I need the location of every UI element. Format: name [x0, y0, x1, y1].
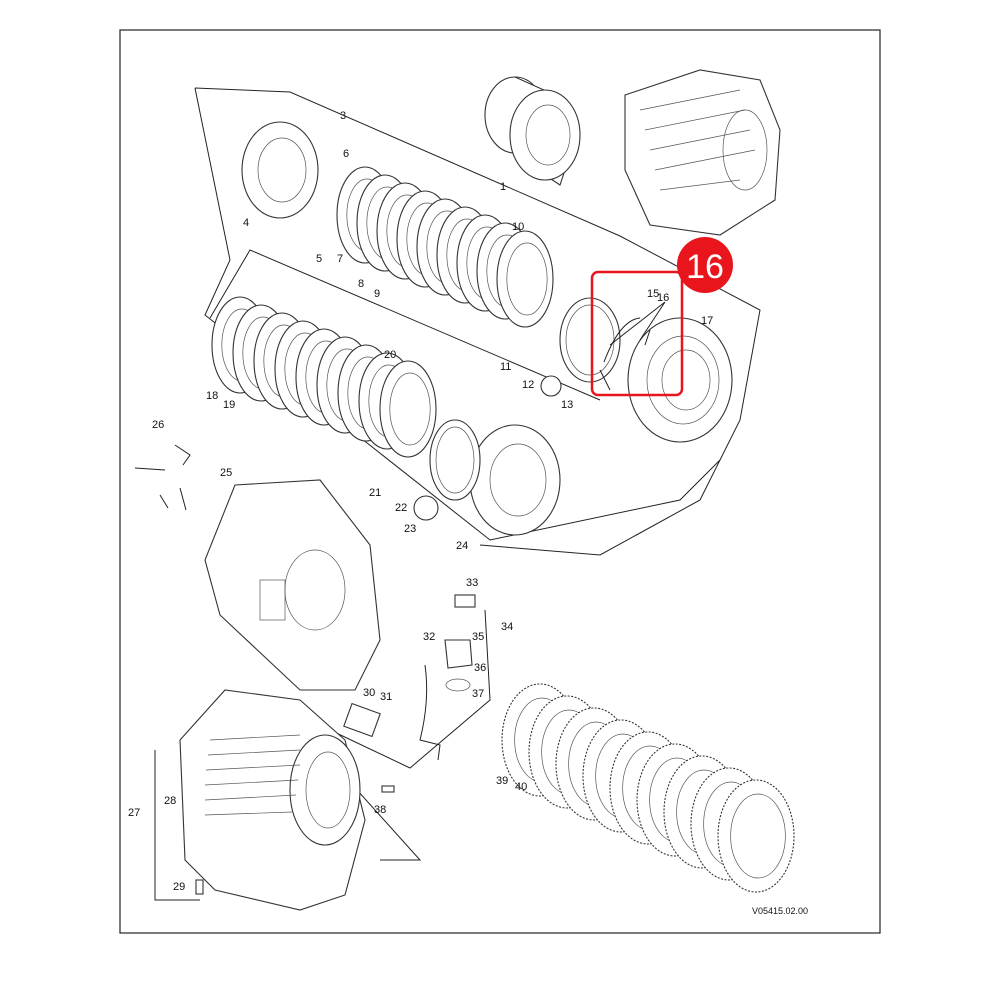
part-label: 35: [472, 631, 484, 643]
drawing-code: V05415.02.00: [752, 906, 808, 916]
part-label: 3: [340, 110, 346, 122]
transmission-housing-top: [624, 69, 781, 236]
part-label: 34: [501, 621, 513, 633]
bracket-parts-25-26: [134, 444, 191, 511]
part-label: 15: [647, 288, 659, 300]
part-label: 33: [466, 577, 478, 589]
clutch-disc-inner: [389, 372, 431, 446]
piston-housing-17: [627, 317, 733, 443]
part-label: 10: [512, 221, 524, 233]
part-label: 38: [374, 804, 386, 816]
part-label: 11: [500, 361, 511, 373]
retaining-clips-16: [599, 317, 651, 391]
seal-ring-13: [559, 297, 621, 383]
bracket-34: [329, 609, 491, 769]
loose-friction-disc-stack: [501, 683, 795, 893]
upper-disc-stack: [336, 166, 554, 328]
part-label: 29: [173, 881, 185, 893]
part-label: 31: [380, 691, 392, 703]
part-label: 13: [561, 399, 573, 411]
part-label: 36: [474, 662, 486, 674]
seal-symbol-23: [413, 495, 439, 521]
part-label: 32: [423, 631, 435, 643]
part-labels: 1 3 4 5 6 7 8 9 10 11 12 13 15 16 17 18 …: [128, 110, 713, 893]
clutch-disc: [496, 230, 554, 328]
part-label: 20: [384, 349, 396, 361]
seal-symbol-12: [540, 375, 562, 397]
part-label: 1: [500, 181, 506, 193]
solenoid-assembly: [419, 639, 473, 761]
part-label: 9: [374, 288, 380, 300]
group-outline-inner: [209, 249, 601, 401]
plate-30: [343, 702, 381, 738]
clutch-disc: [379, 360, 437, 458]
clutch-drum-1: [484, 76, 581, 186]
callout-label: 16: [686, 248, 724, 286]
part-label: 8: [358, 278, 364, 290]
part-label: 24: [456, 540, 468, 552]
part-33: [454, 594, 476, 608]
transmission-housing-middle: [204, 479, 381, 691]
part-label: 12: [522, 379, 534, 391]
part-label: 17: [701, 315, 713, 327]
clutch-disc: [717, 779, 795, 893]
bracket-27: [154, 750, 200, 901]
callout-badge: 16: [677, 237, 733, 293]
part-label: 28: [164, 795, 176, 807]
part-label: 5: [316, 253, 322, 265]
plug-29: [195, 879, 204, 895]
part-label: 39: [496, 775, 508, 787]
clutch-disc-inner: [506, 242, 548, 316]
part-label: 30: [363, 687, 375, 699]
part-label: 18: [206, 390, 218, 402]
plug-38: [381, 785, 395, 793]
part-label: 6: [343, 148, 349, 160]
part-label: 26: [152, 419, 164, 431]
part-label: 40: [515, 781, 527, 793]
part-label: 7: [337, 253, 343, 265]
cover-plate-4: [241, 121, 319, 219]
clutch-disc-inner: [730, 793, 786, 879]
piston-24: [469, 424, 561, 536]
leader-16: [609, 301, 666, 346]
group-outline-upper: [194, 87, 761, 556]
part-label: 27: [128, 807, 140, 819]
part-label: 19: [223, 399, 235, 411]
seal-ring-22: [429, 419, 481, 501]
part-label: 16: [657, 292, 669, 304]
highlight-box: [590, 270, 684, 397]
part-label: 21: [369, 487, 381, 499]
part-label: 37: [472, 688, 484, 700]
transmission-housing-lower: [179, 689, 366, 911]
part-label: 25: [220, 467, 232, 479]
part-label: 4: [243, 217, 249, 229]
lower-disc-stack: [211, 296, 437, 458]
part-label: 23: [404, 523, 416, 535]
part-label: 22: [395, 502, 407, 514]
